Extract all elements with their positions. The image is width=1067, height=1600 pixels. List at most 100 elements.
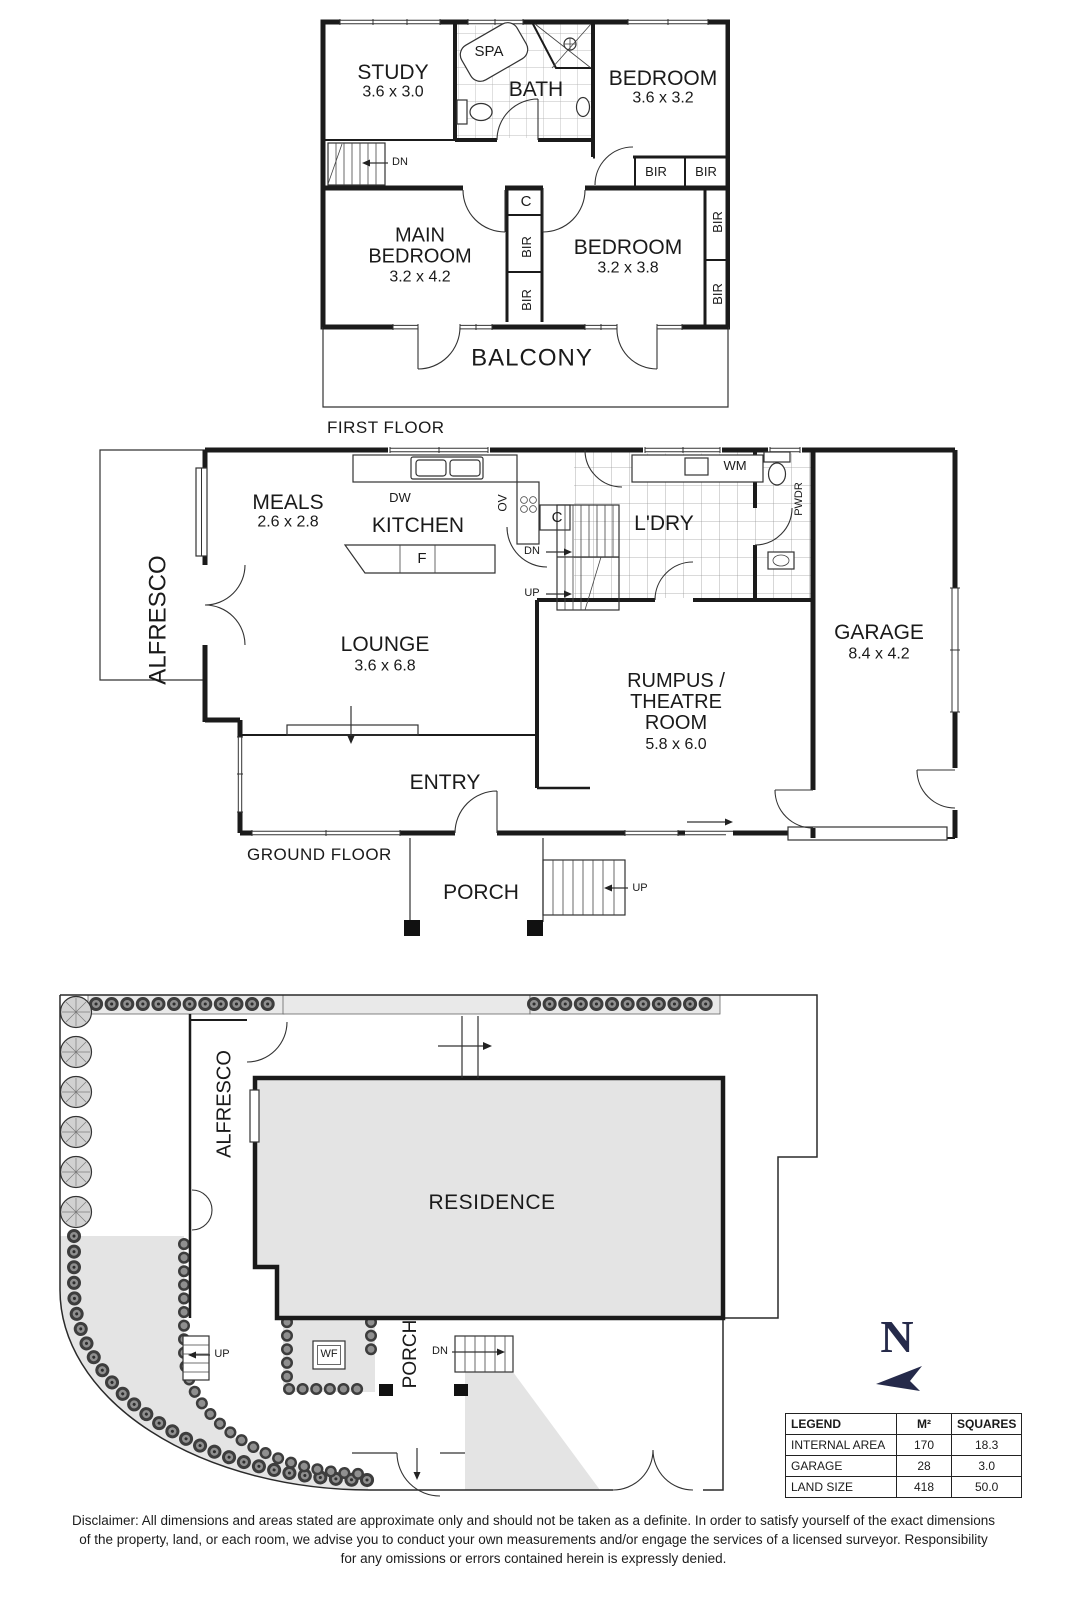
ff-bir-label-1: BIR bbox=[519, 236, 535, 258]
ff-bir-label-2: BIR bbox=[519, 289, 535, 311]
north-arrowhead bbox=[876, 1366, 922, 1391]
porch-post-right bbox=[454, 1384, 468, 1396]
side-gate bbox=[438, 1016, 492, 1078]
legend-landsize-squares: 50.0 bbox=[950, 1476, 1023, 1498]
gf-entry-window bbox=[236, 736, 244, 813]
ff-bedroom2-dims: 3.2 x 3.8 bbox=[597, 259, 659, 277]
ff-spa-label: SPA bbox=[474, 43, 504, 61]
ff-closet-label: C bbox=[520, 193, 532, 211]
ff-balcony-label: BALCONY bbox=[471, 344, 593, 372]
sink-icon bbox=[415, 459, 447, 477]
gf-closet-label: C bbox=[551, 509, 563, 527]
ff-bedroom2-label: BEDROOM bbox=[573, 235, 683, 259]
legend-header-squares: SQUARES bbox=[950, 1413, 1023, 1435]
legend-table: LEGEND M² SQUARES INTERNAL AREA 170 18.3… bbox=[785, 1413, 1023, 1498]
gf-up-label: UP bbox=[524, 587, 540, 600]
residence-outline bbox=[252, 1075, 726, 1321]
site-boundary bbox=[59, 994, 818, 1491]
site-plan-linework bbox=[59, 994, 922, 1497]
tree-icons bbox=[59, 995, 93, 1229]
water-feature-icon bbox=[312, 1340, 346, 1370]
gf-interior-walls bbox=[240, 450, 816, 838]
gf-alfresco-outline bbox=[99, 449, 205, 681]
gf-dn-label: DN bbox=[524, 545, 540, 558]
legend-internal-m2: 170 bbox=[896, 1434, 952, 1456]
legend-garage-m2: 28 bbox=[896, 1455, 952, 1477]
ff-stairs-icon bbox=[327, 142, 388, 186]
legend-internal-squares: 18.3 bbox=[950, 1434, 1023, 1456]
gf-alfresco-label: ALFRESCO bbox=[144, 555, 172, 685]
disclaimer-line-3: for any omissions or errors contained he… bbox=[340, 1550, 727, 1566]
gf-garage-window bbox=[916, 587, 961, 810]
north-indicator: N bbox=[880, 1310, 914, 1362]
ground-floor-plan: ALFRESCO MEALS 2.6 x 2.8 DW KITCHEN OV C… bbox=[95, 440, 970, 955]
site-plan: ALFRESCO RESIDENCE PORCH WF UP DN N bbox=[55, 965, 1015, 1505]
gf-laundry-label: L'DRY bbox=[634, 511, 694, 535]
legend-header-row: LEGEND M² SQUARES bbox=[785, 1413, 1023, 1435]
legend-landsize-name: LAND SIZE bbox=[785, 1476, 897, 1498]
gf-door-arcs bbox=[204, 449, 814, 834]
gf-porch-label: PORCH bbox=[443, 880, 519, 904]
ff-bir-label-5: BIR bbox=[710, 211, 726, 233]
gf-lounge-dims: 3.6 x 6.8 bbox=[354, 657, 416, 675]
ff-bath-label: BATH bbox=[508, 77, 564, 101]
laundry-bench bbox=[631, 454, 764, 483]
gf-dw-label: DW bbox=[389, 490, 411, 506]
site-dn-label: DN bbox=[432, 1345, 448, 1358]
gf-rumpus-label: RUMPUS / THEATRE ROOM 5.8 x 6.0 bbox=[627, 669, 725, 753]
legend-header-m2: M² bbox=[896, 1413, 952, 1435]
ff-main-bedroom-label: MAIN BEDROOM 3.2 x 4.2 bbox=[368, 224, 472, 286]
front-gate bbox=[396, 1448, 441, 1497]
gf-ov-label: OV bbox=[495, 494, 510, 512]
cooktop-icon bbox=[520, 496, 537, 513]
gf-wm-label: WM bbox=[723, 458, 747, 474]
site-dn-steps bbox=[452, 1335, 514, 1373]
disclaimer-line-2: of the property, land, or each room, we … bbox=[79, 1531, 988, 1547]
legend-row-garage: GARAGE 28 3.0 bbox=[785, 1455, 1023, 1477]
legend-garage-name: GARAGE bbox=[785, 1455, 897, 1477]
site-alfresco bbox=[188, 1014, 288, 1318]
ff-door-arcs bbox=[462, 98, 634, 233]
gf-windows-top bbox=[388, 446, 802, 454]
basin-icon bbox=[575, 96, 591, 118]
first-floor-title: FIRST FLOOR bbox=[327, 418, 445, 437]
ff-bedroom1-dims: 3.6 x 3.2 bbox=[632, 89, 694, 107]
ff-bir-label-6: BIR bbox=[710, 283, 726, 305]
gf-meals-window bbox=[195, 467, 208, 557]
gf-meals-dims: 2.6 x 2.8 bbox=[257, 513, 319, 531]
ff-dn-label: DN bbox=[392, 156, 408, 169]
gf-meals-label: MEALS bbox=[252, 490, 324, 514]
site-up-steps bbox=[182, 1335, 210, 1381]
site-residence-label: RESIDENCE bbox=[428, 1190, 556, 1214]
tv-unit bbox=[286, 706, 419, 744]
legend-garage-squares: 3.0 bbox=[950, 1455, 1023, 1477]
porch-post-left bbox=[379, 1384, 393, 1396]
gf-bottom-windows bbox=[251, 818, 733, 837]
ground-floor-title: GROUND FLOOR bbox=[247, 845, 392, 864]
legend-header-name: LEGEND bbox=[785, 1413, 897, 1435]
front-path-strip bbox=[282, 994, 531, 1015]
gf-porch bbox=[404, 838, 628, 936]
gf-fridge-label: F bbox=[417, 550, 427, 568]
disclaimer-text: Disclaimer: All dimensions and areas sta… bbox=[0, 1512, 1067, 1569]
shower-icon bbox=[532, 23, 592, 69]
gf-pwdr-label: PWDR bbox=[793, 482, 806, 516]
ff-balcony-wall bbox=[323, 322, 728, 370]
residence-window bbox=[249, 1089, 260, 1143]
legend-internal-name: INTERNAL AREA bbox=[785, 1434, 897, 1456]
gf-garage-label: GARAGE bbox=[834, 620, 924, 644]
toilet-icon bbox=[767, 462, 787, 486]
spa-bath-icon bbox=[459, 22, 529, 82]
gf-lounge-label: LOUNGE bbox=[340, 632, 430, 656]
ff-bir-label-3: BIR bbox=[645, 164, 667, 180]
ff-study-dims: 3.6 x 3.0 bbox=[362, 83, 424, 101]
first-floor-linework bbox=[320, 18, 730, 408]
site-wf-label: WF bbox=[320, 1348, 338, 1361]
driveway-trapezoid bbox=[465, 1372, 600, 1490]
legend-landsize-m2: 418 bbox=[896, 1476, 952, 1498]
first-floor-plan: STUDY 3.6 x 3.0 SPA BATH BEDROOM 3.6 x 3… bbox=[318, 18, 730, 442]
gf-entry-label: ENTRY bbox=[409, 770, 481, 794]
site-up-label: UP bbox=[214, 1348, 230, 1361]
ff-bedroom1-label: BEDROOM bbox=[608, 66, 718, 90]
